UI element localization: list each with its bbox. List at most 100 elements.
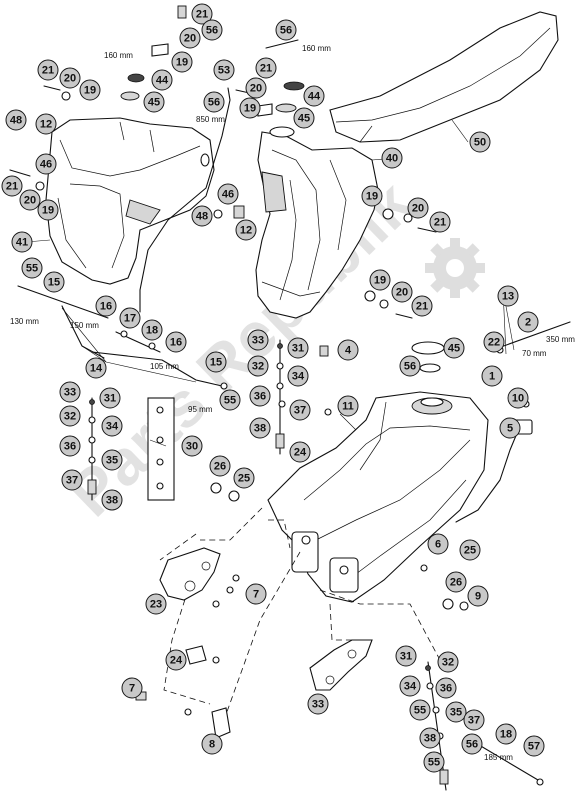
callout-number: 12 <box>40 119 52 131</box>
callout-circle <box>217 183 239 205</box>
callout-number: 34 <box>292 371 305 383</box>
callout-number: 44 <box>308 91 321 103</box>
callout-number: 30 <box>186 441 198 453</box>
callout-circle <box>143 91 165 113</box>
part-callout-10: 10 <box>507 387 529 409</box>
callout-number: 1 <box>489 371 495 383</box>
callout-circle <box>179 27 201 49</box>
gear-icon <box>425 238 485 298</box>
callout-number: 21 <box>434 217 446 229</box>
callout-number: 9 <box>475 591 481 603</box>
part-callout-44: 44 <box>151 69 173 91</box>
callout-circle <box>275 19 297 41</box>
part-callout-26: 26 <box>209 455 231 477</box>
callout-number: 20 <box>396 287 408 299</box>
callout-number: 8 <box>209 739 215 751</box>
callout-number: 25 <box>464 545 476 557</box>
callout-number: 32 <box>64 411 76 423</box>
part-callout-14: 14 <box>85 357 107 379</box>
callout-number: 53 <box>218 65 230 77</box>
callout-circle <box>249 385 271 407</box>
callout-number: 36 <box>254 391 266 403</box>
callout-number: 5 <box>507 423 513 435</box>
callout-number: 56 <box>466 739 478 751</box>
callout-number: 56 <box>208 97 220 109</box>
part-callout-30: 30 <box>181 435 203 457</box>
callout-number: 35 <box>106 455 118 467</box>
part-callout-13: 13 <box>497 285 519 307</box>
callout-circle <box>85 357 107 379</box>
callout-number: 57 <box>528 741 540 753</box>
callout-circle <box>381 147 403 169</box>
part-callout-37: 37 <box>289 399 311 421</box>
part-callout-57: 57 <box>523 735 545 757</box>
measure-label: 95 mm <box>188 405 213 414</box>
callout-circle <box>483 331 505 353</box>
screw-stack-right <box>425 661 449 791</box>
callout-circle <box>399 355 421 377</box>
callout-circle <box>497 285 519 307</box>
callout-circle <box>307 693 329 715</box>
callout-number: 25 <box>238 473 250 485</box>
callout-number: 35 <box>450 707 462 719</box>
callout-number: 22 <box>488 337 500 349</box>
callout-circle <box>245 77 267 99</box>
callout-number: 37 <box>66 475 78 487</box>
part-callout-12: 12 <box>35 113 57 135</box>
callout-number: 4 <box>345 345 352 357</box>
callout-number: 19 <box>244 103 256 115</box>
callout-circle <box>201 19 223 41</box>
callout-number: 24 <box>294 447 307 459</box>
part-callout-46: 46 <box>35 153 57 175</box>
cap-seal <box>419 363 441 373</box>
part-callout-53: 53 <box>213 59 235 81</box>
callout-circle <box>59 381 81 403</box>
part-callout-8: 8 <box>201 733 223 755</box>
callout-number: 18 <box>146 325 158 337</box>
part-callout-20: 20 <box>59 67 81 89</box>
callout-circle <box>427 533 449 555</box>
part-callout-7: 7 <box>245 583 267 605</box>
callout-circle <box>119 307 141 329</box>
part-callout-56: 56 <box>461 733 483 755</box>
callout-circle <box>35 153 57 175</box>
part-callout-46: 46 <box>217 183 239 205</box>
part-callout-21: 21 <box>1 175 23 197</box>
callout-circle <box>445 701 467 723</box>
callout-number: 19 <box>42 205 54 217</box>
part-callout-18: 18 <box>495 723 517 745</box>
callout-circle <box>181 435 203 457</box>
callout-circle <box>287 365 309 387</box>
callout-number: 15 <box>210 357 222 369</box>
measure-label: 70 mm <box>522 349 547 358</box>
part-callout-20: 20 <box>407 197 429 219</box>
callout-circle <box>289 399 311 421</box>
callout-circle <box>141 319 163 341</box>
callout-circle <box>445 571 467 593</box>
callout-circle <box>337 395 359 417</box>
part-callout-55: 55 <box>423 751 445 773</box>
callout-circle <box>101 449 123 471</box>
part-callout-12: 12 <box>235 219 257 241</box>
clamp-kit-box <box>147 397 175 501</box>
callout-number: 6 <box>435 539 441 551</box>
callout-circle <box>11 231 33 253</box>
part-callout-45: 45 <box>293 107 315 129</box>
breather-hoses-left <box>17 285 228 390</box>
part-callout-24: 24 <box>165 649 187 671</box>
measure-label: 160 mm <box>302 44 331 53</box>
measure-label: 130 mm <box>10 317 39 326</box>
part-callout-38: 38 <box>249 417 271 439</box>
callout-circle <box>171 51 193 73</box>
callout-number: 38 <box>424 733 436 745</box>
callout-number: 20 <box>250 83 262 95</box>
callout-circle <box>19 189 41 211</box>
part-callout-15: 15 <box>43 271 65 293</box>
part-callout-20: 20 <box>391 281 413 303</box>
callout-number: 56 <box>280 25 292 37</box>
callout-number: 16 <box>170 337 182 349</box>
callout-number: 17 <box>124 313 136 325</box>
part-callout-18: 18 <box>141 319 163 341</box>
callout-circle <box>287 337 309 359</box>
part-callout-15: 15 <box>205 351 227 373</box>
